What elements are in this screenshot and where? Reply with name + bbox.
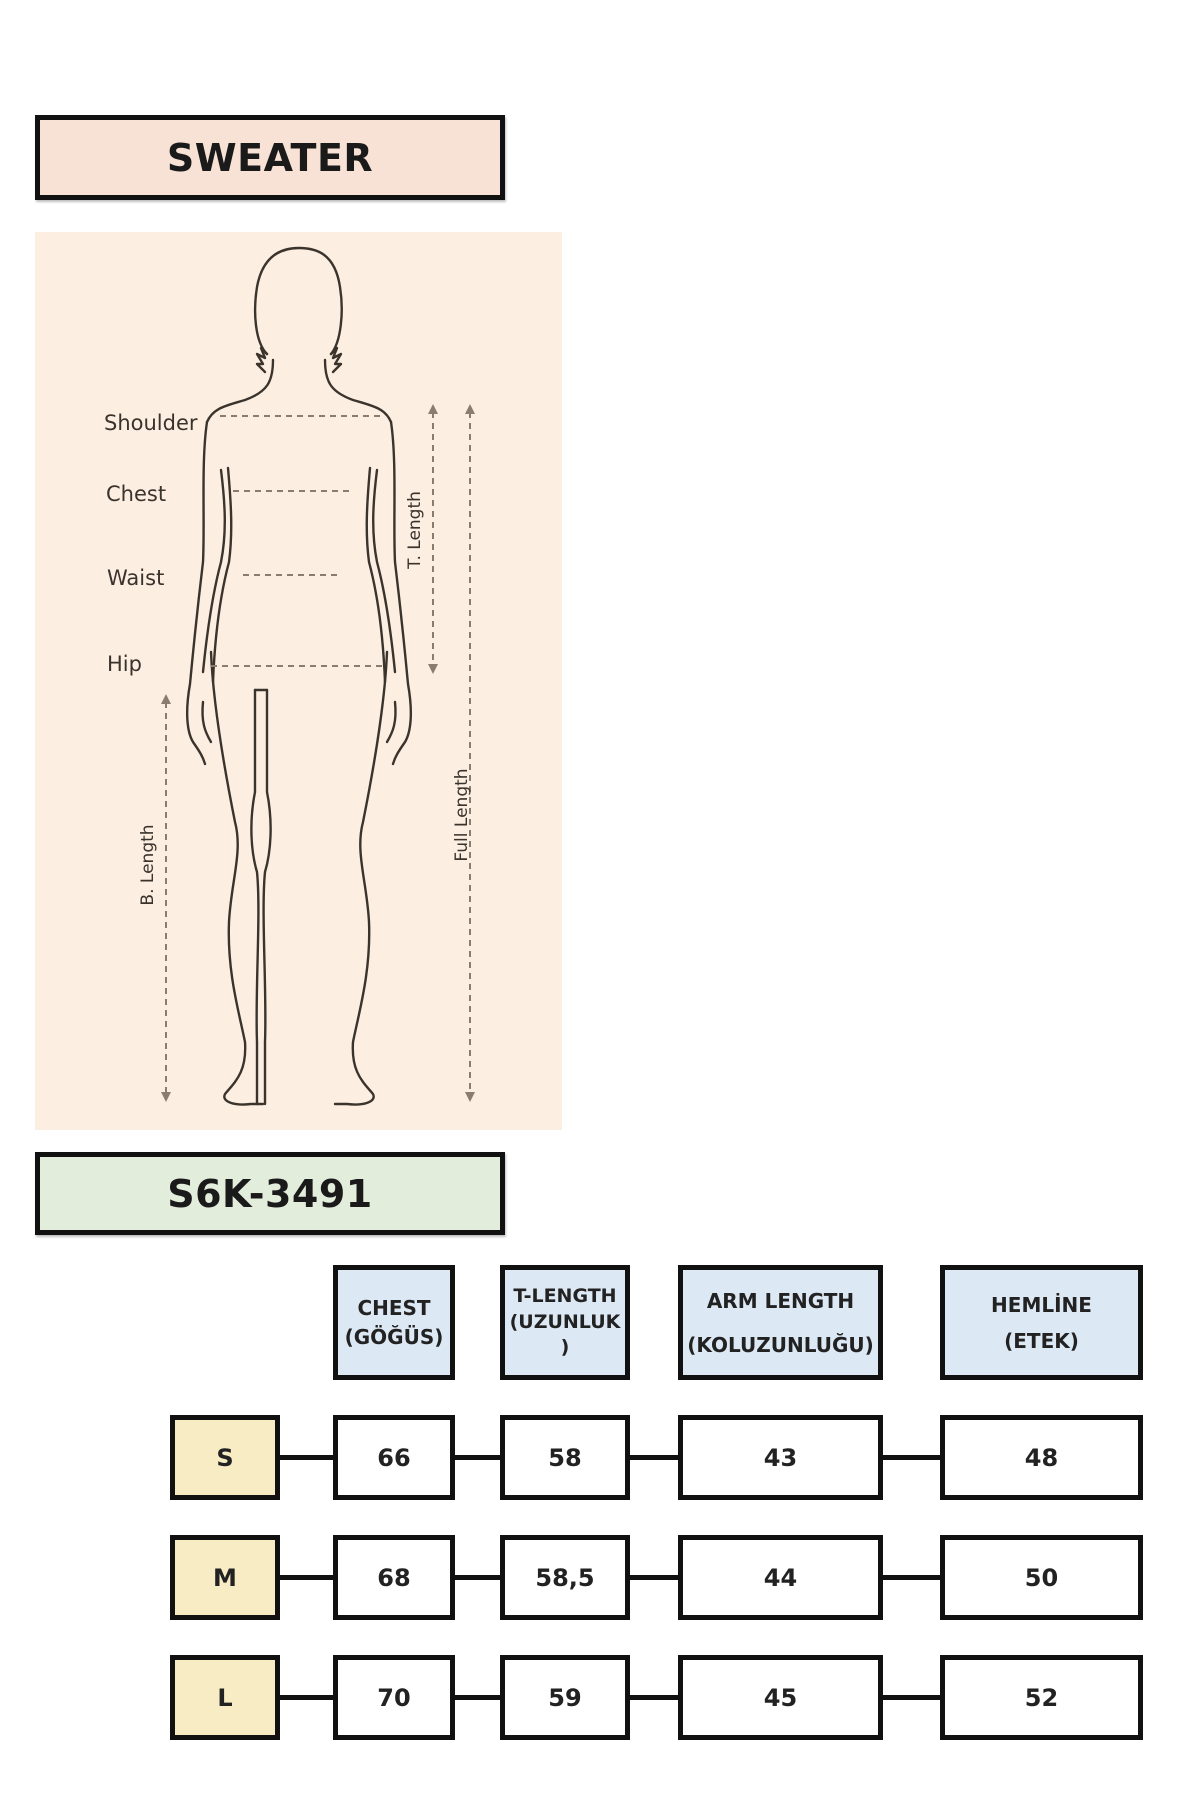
size-l: L — [170, 1655, 280, 1740]
s-hemline-value: 48 — [940, 1415, 1143, 1500]
connector — [280, 1695, 333, 1700]
connector — [455, 1575, 500, 1580]
header-arm-length-sublabel: (KOLUZUNLUĞU) — [687, 1332, 874, 1357]
header-arm-length: ARM LENGTH (KOLUZUNLUĞU) — [678, 1265, 883, 1380]
header-hemline-label: HEMLİNE — [991, 1292, 1092, 1317]
header-chest-sublabel: (GÖĞÜS) — [344, 1324, 444, 1349]
l-arm-length-value: 45 — [678, 1655, 883, 1740]
label-shoulder: Shoulder — [104, 411, 198, 435]
header-t-length-label: T-LENGTH — [513, 1285, 617, 1308]
s-arm-length-value: 43 — [678, 1415, 883, 1500]
s-chest-value: 66 — [333, 1415, 455, 1500]
l-t-length-value: 59 — [500, 1655, 630, 1740]
body-outline-icon — [161, 246, 475, 1106]
header-t-length-sublabel: (UZUNLUK — [509, 1310, 621, 1333]
header-chest: CHEST (GÖĞÜS) — [333, 1265, 455, 1380]
size-m: M — [170, 1535, 280, 1620]
connector — [630, 1575, 678, 1580]
label-b-length: B. Length — [138, 824, 158, 906]
label-full-length: Full Length — [452, 768, 472, 862]
m-hemline-value: 50 — [940, 1535, 1143, 1620]
header-t-length-sublabel-end: ) — [560, 1336, 570, 1359]
label-waist: Waist — [107, 566, 165, 590]
connector — [883, 1575, 940, 1580]
m-t-length-value: 58,5 — [500, 1535, 630, 1620]
label-hip: Hip — [107, 652, 142, 676]
connector — [455, 1455, 500, 1460]
connector — [280, 1575, 333, 1580]
header-hemline-sublabel: (ETEK) — [1004, 1328, 1079, 1353]
header-chest-label: CHEST — [357, 1295, 431, 1320]
body-measurement-figure: Shoulder Chest Waist Hip T. Length Full … — [35, 232, 562, 1130]
m-chest-value: 68 — [333, 1535, 455, 1620]
header-arm-length-label: ARM LENGTH — [706, 1288, 855, 1313]
header-hemline: HEMLİNE (ETEK) — [940, 1265, 1143, 1380]
l-chest-value: 70 — [333, 1655, 455, 1740]
label-t-length: T. Length — [405, 491, 425, 569]
product-category-title: SWEATER — [35, 115, 505, 200]
connector — [455, 1695, 500, 1700]
connector — [280, 1455, 333, 1460]
connector — [883, 1695, 940, 1700]
connector — [630, 1695, 678, 1700]
label-chest: Chest — [106, 482, 167, 506]
size-s: S — [170, 1415, 280, 1500]
header-t-length: T-LENGTH (UZUNLUK ) — [500, 1265, 630, 1380]
l-hemline-value: 52 — [940, 1655, 1143, 1740]
connector — [630, 1455, 678, 1460]
connector — [883, 1455, 940, 1460]
product-code: S6K-3491 — [35, 1152, 505, 1235]
s-t-length-value: 58 — [500, 1415, 630, 1500]
m-arm-length-value: 44 — [678, 1535, 883, 1620]
